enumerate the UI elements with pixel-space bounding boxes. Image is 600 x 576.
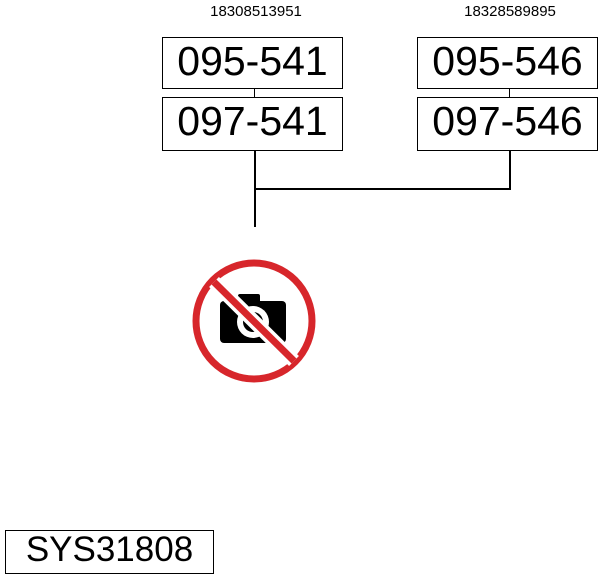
horizontal-join-line (254, 188, 511, 190)
right-upper-part-box[interactable]: 095-546 (417, 37, 598, 89)
right-down-line (509, 151, 511, 189)
no-photo-icon (192, 259, 316, 383)
right-reference-number: 18328589895 (464, 3, 556, 20)
diagram-code-box: SYS31808 (5, 530, 214, 574)
prohibition-circle (192, 259, 316, 383)
right-stack-link (509, 89, 510, 97)
left-upper-part-box[interactable]: 095-541 (162, 37, 343, 89)
left-lower-part-box[interactable]: 097-541 (162, 97, 343, 151)
left-stack-link (254, 89, 255, 97)
left-reference-number: 18308513951 (210, 3, 302, 20)
right-lower-part-box[interactable]: 097-546 (417, 97, 598, 151)
